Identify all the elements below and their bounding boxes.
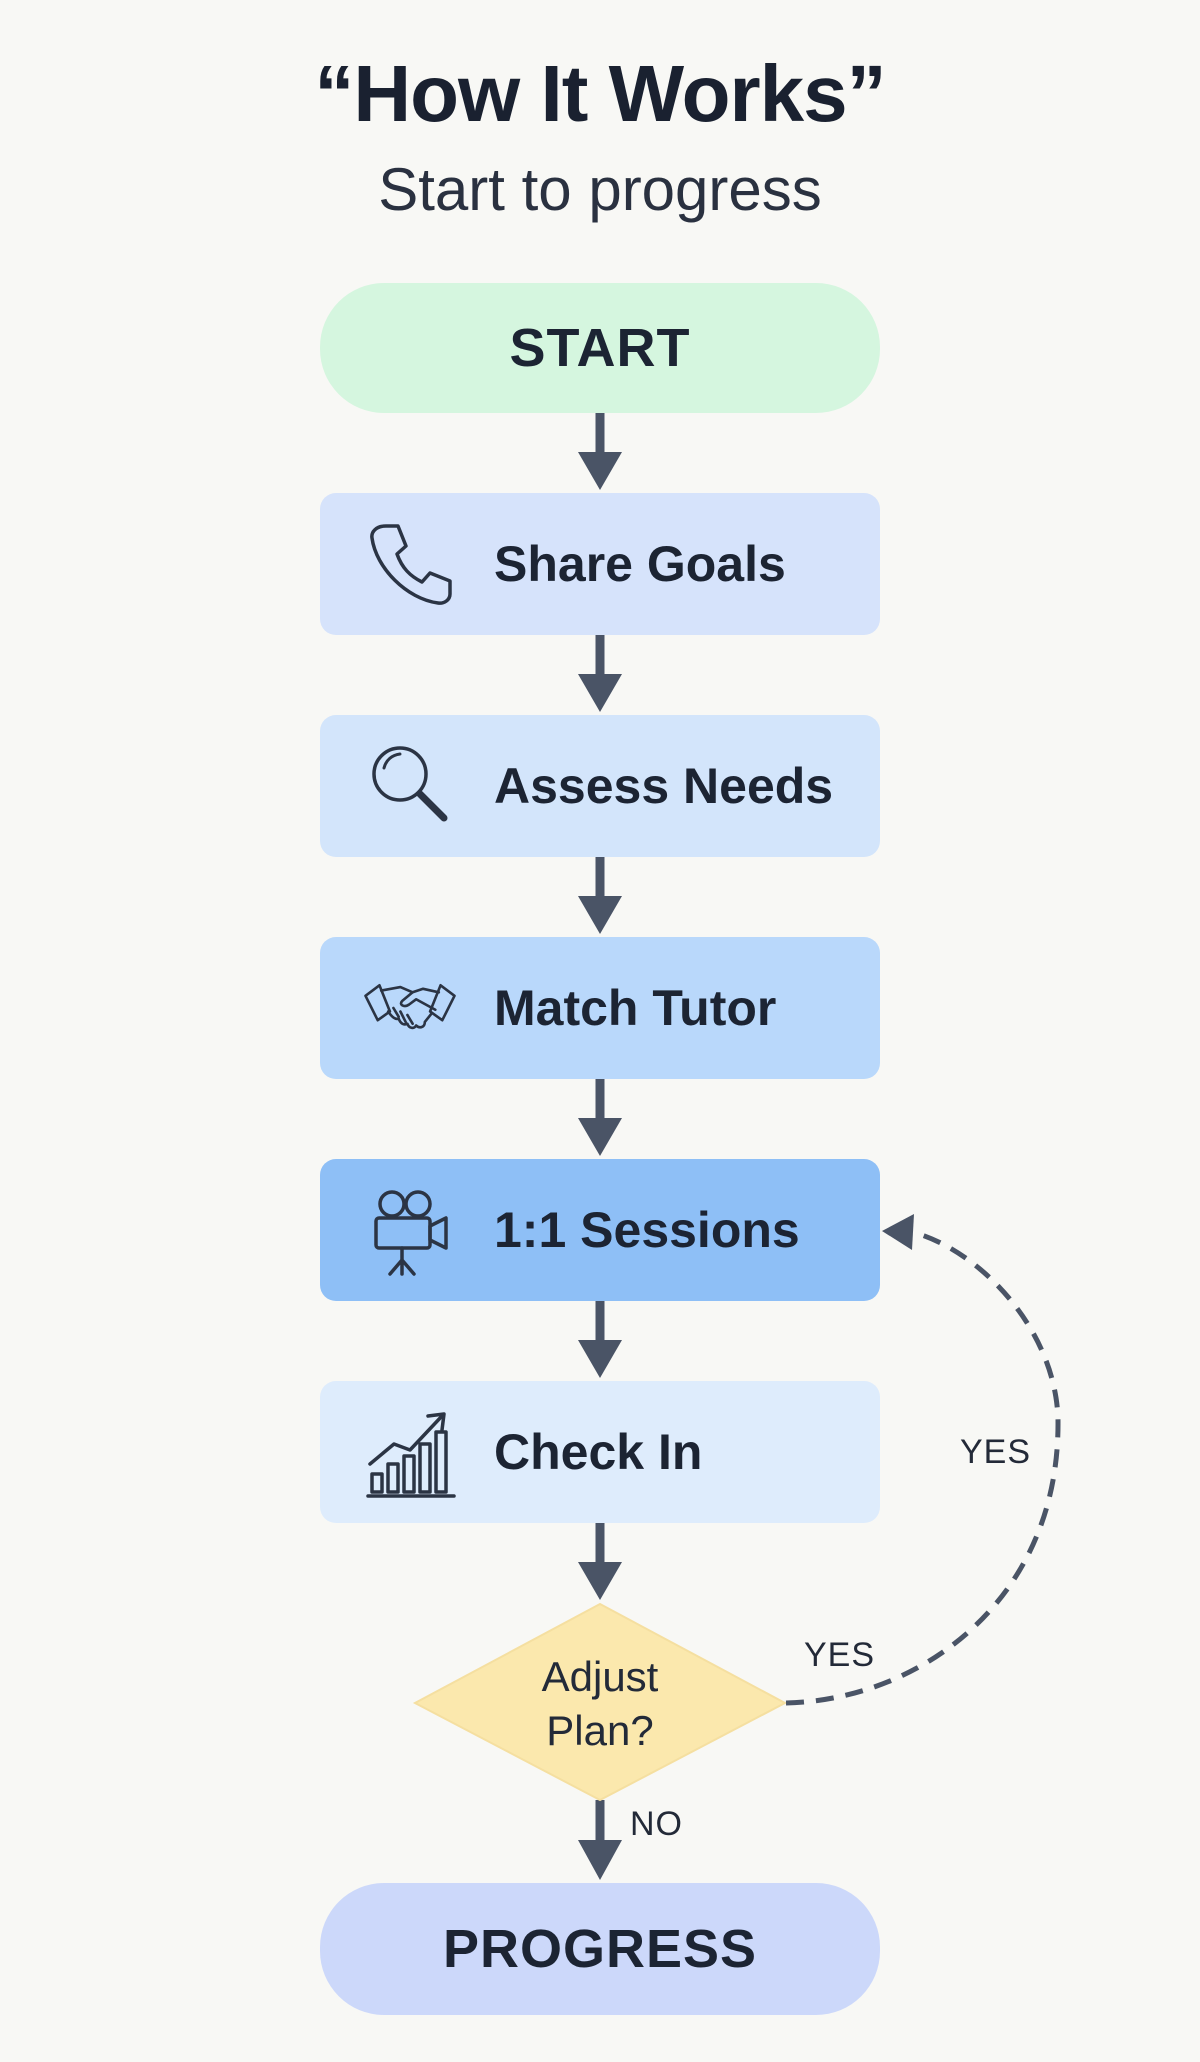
arrow-sessions-to-check xyxy=(578,1301,622,1378)
step-1-1-sessions: 1:1 Sessions xyxy=(320,1159,880,1301)
step-label: Check In xyxy=(494,1424,703,1480)
arrow-check-to-decision xyxy=(578,1523,622,1600)
no-label: NO xyxy=(630,1805,683,1843)
page-subtitle: Start to progress xyxy=(378,156,822,223)
step-label: Assess Needs xyxy=(494,758,834,814)
end-label: PROGRESS xyxy=(442,1919,758,1979)
arrow-start-to-share xyxy=(578,413,622,490)
step-label: Share Goals xyxy=(494,536,786,592)
decision-line-1: Adjust xyxy=(541,1653,659,1700)
loop-back-arrowhead xyxy=(882,1214,914,1250)
yes-label-loop: YES xyxy=(960,1433,1032,1471)
arrow-assess-to-match xyxy=(578,857,622,934)
step-share-goals: Share Goals xyxy=(320,493,880,635)
arrow-decision-to-progress xyxy=(578,1800,622,1880)
step-label: Match Tutor xyxy=(494,980,777,1036)
start-label: START xyxy=(509,318,691,378)
start-node: START xyxy=(320,283,880,413)
decision-diamond xyxy=(412,1602,788,1802)
step-check-in: Check In xyxy=(320,1381,880,1523)
magnifier-icon xyxy=(360,736,460,836)
loop-back-arrow xyxy=(785,1229,1061,1706)
arrow-match-to-sessions xyxy=(578,1079,622,1156)
decision-line-2: Plan? xyxy=(546,1707,654,1754)
yes-label-decision: YES xyxy=(804,1636,876,1674)
handshake-icon xyxy=(360,958,460,1058)
phone-icon xyxy=(360,514,460,614)
growth-chart-icon xyxy=(360,1402,460,1502)
step-match-tutor: Match Tutor xyxy=(320,937,880,1079)
decision-label: Adjust Plan? xyxy=(500,1650,700,1758)
end-node: PROGRESS xyxy=(320,1883,880,2015)
step-label: 1:1 Sessions xyxy=(494,1202,800,1258)
page-title: “How It Works” xyxy=(314,49,886,138)
video-camera-icon xyxy=(360,1180,460,1280)
arrow-share-to-assess xyxy=(578,635,622,712)
step-assess-needs: Assess Needs xyxy=(320,715,880,857)
